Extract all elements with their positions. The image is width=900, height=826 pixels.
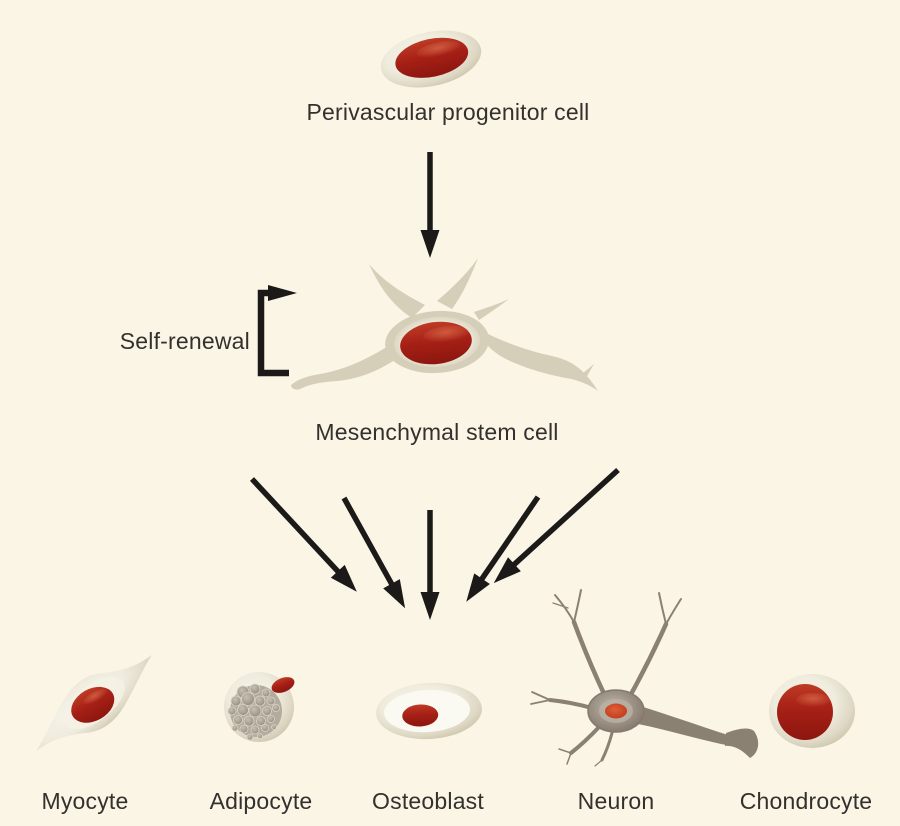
stem-cell-label: Mesenchymal stem cell (315, 419, 559, 445)
self-renewal-arrow (257, 285, 297, 377)
mesenchymal-stem-cell-illustration (291, 258, 598, 391)
chondrocyte-illustration (769, 674, 855, 748)
neuron-label: Neuron (577, 788, 655, 814)
chondrocyte-label: Chondrocyte (739, 788, 873, 814)
myocyte-label: Myocyte (41, 788, 129, 814)
self-renewal-label: Self-renewal (119, 328, 250, 354)
osteoblast-illustration (376, 682, 482, 740)
arrow-stem-cell-to-osteoblast (420, 510, 440, 620)
adipocyte-label: Adipocyte (209, 788, 313, 814)
adipocyte-illustration (224, 672, 295, 742)
arrow-stem-cell-to-neuron (466, 495, 541, 602)
myocyte-illustration (36, 654, 152, 752)
osteoblast-label: Osteoblast (372, 788, 484, 814)
arrow-stem-cell-to-adipocyte (341, 496, 406, 609)
neuron-illustration (530, 589, 759, 767)
arrow-stem-cell-to-myocyte (249, 477, 357, 592)
progenitor-cell-label: Perivascular progenitor cell (306, 99, 590, 125)
arrow-stem-cell-to-chondrocyte (493, 467, 620, 584)
perivascular-progenitor-cell-illustration (380, 30, 482, 88)
arrow-progenitor-to-stem-cell (420, 152, 440, 258)
